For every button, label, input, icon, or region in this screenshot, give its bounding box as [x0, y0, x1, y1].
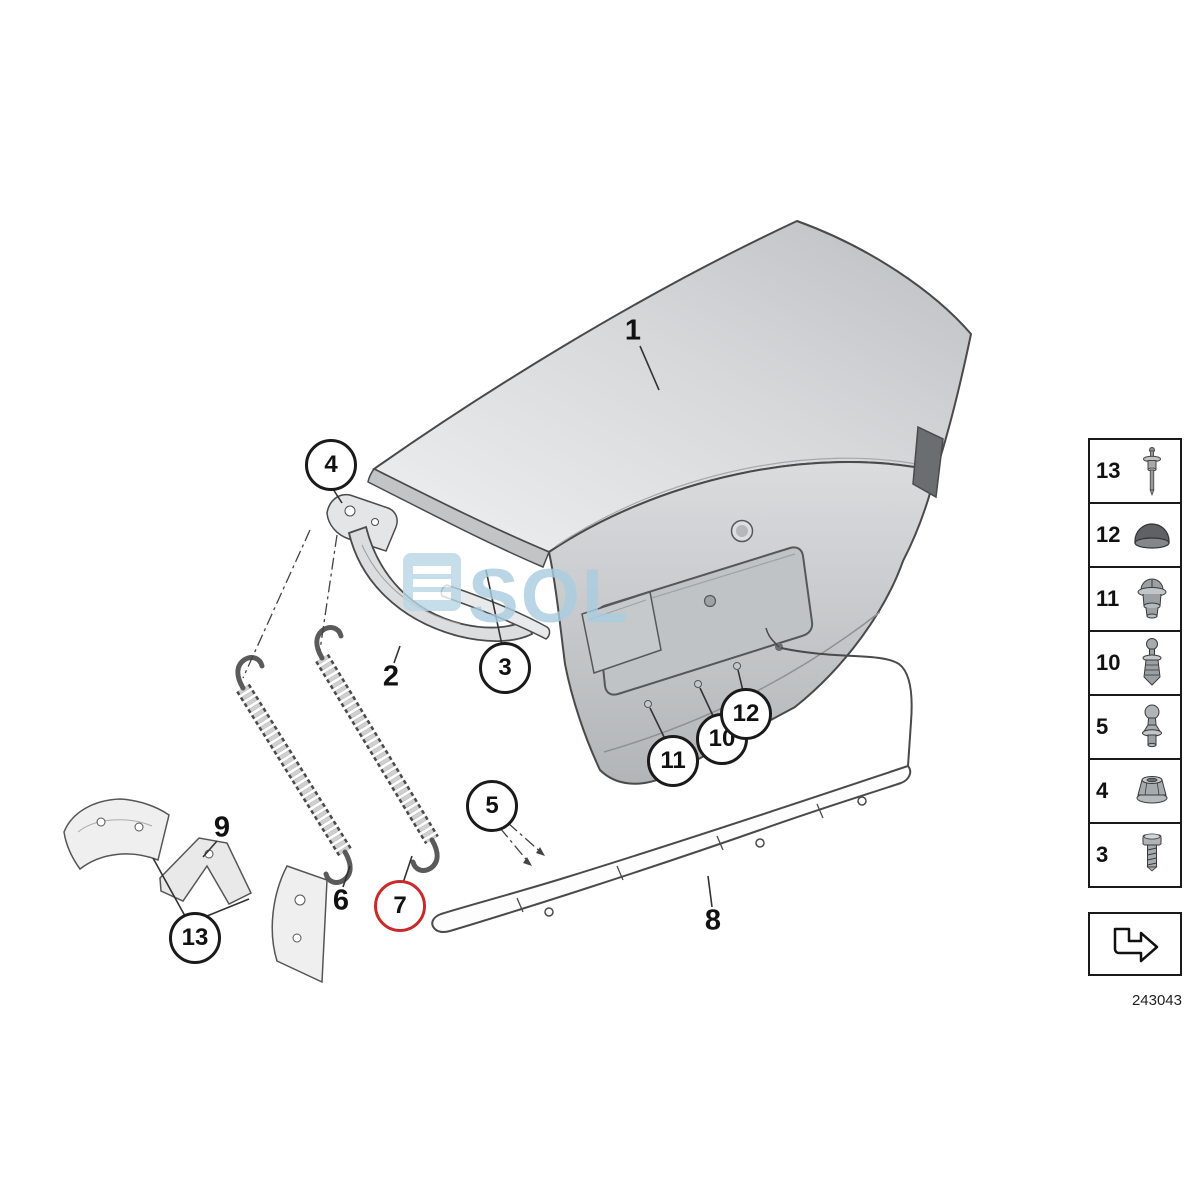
continuation-arrow-icon: [1090, 921, 1180, 967]
blind-rivet-icon: [1126, 445, 1177, 497]
callout-9: 9: [213, 811, 231, 844]
watermark-text: SOL: [468, 554, 630, 639]
callout-1: 1: [624, 314, 642, 347]
torx-screw-icon: [1126, 831, 1177, 879]
hinge-bracket: [326, 493, 398, 552]
mounting-brackets: [63, 798, 328, 984]
sidebar-item-continuation: [1088, 912, 1182, 976]
sidebar-item-4: 4: [1088, 758, 1182, 824]
callout-2: 2: [382, 660, 400, 693]
sidebar-item-10: 10: [1088, 630, 1182, 696]
flange-nut-icon: [1126, 771, 1177, 811]
callout-12: 12: [720, 688, 772, 740]
sol-watermark: SOL: [403, 553, 630, 639]
callout-6: 6: [332, 884, 350, 917]
lock-cylinder: [703, 594, 717, 608]
sidebar-item-10-label: 10: [1096, 650, 1121, 675]
sidebar-item-3: 3: [1088, 822, 1182, 888]
sidebar-item-11: 11: [1088, 566, 1182, 632]
sealing-grommet-icon: [1126, 576, 1177, 622]
left-recess: [581, 591, 662, 674]
callout-4: 4: [305, 439, 357, 491]
sidebar-item-13: 13: [1088, 438, 1182, 504]
sidebar-item-11-label: 11: [1096, 586, 1120, 611]
sidebar-item-12: 12: [1088, 502, 1182, 568]
diagram-number: 243043: [1131, 992, 1182, 1009]
hinge-assembly: [326, 493, 551, 642]
callout-7-highlighted: 7: [374, 880, 426, 932]
expanding-rivet-icon: [1126, 637, 1177, 689]
right-slot: [912, 425, 944, 499]
sidebar-item-5: 5: [1088, 694, 1182, 760]
sidebar-item-13-label: 13: [1096, 458, 1121, 483]
ball-pin-icon: [1126, 703, 1177, 751]
leader-lines: [152, 345, 744, 917]
cover-cap-icon: [1126, 515, 1177, 555]
sidebar-item-12-label: 12: [1096, 522, 1121, 547]
sidebar-item-3-label: 3: [1096, 842, 1109, 867]
callout-11: 11: [647, 735, 699, 787]
trunk-lid: [367, 219, 973, 785]
sidebar-item-5-label: 5: [1096, 714, 1109, 739]
sidebar-item-4-label: 4: [1096, 778, 1109, 803]
callout-3: 3: [479, 642, 531, 694]
callout-13: 13: [169, 912, 221, 964]
fastener-sidebar: 13 12: [1088, 438, 1182, 976]
boot-lid-seal: [431, 627, 913, 933]
callout-8: 8: [704, 904, 722, 937]
torsion-springs: [235, 625, 440, 885]
callout-5: 5: [466, 780, 518, 832]
